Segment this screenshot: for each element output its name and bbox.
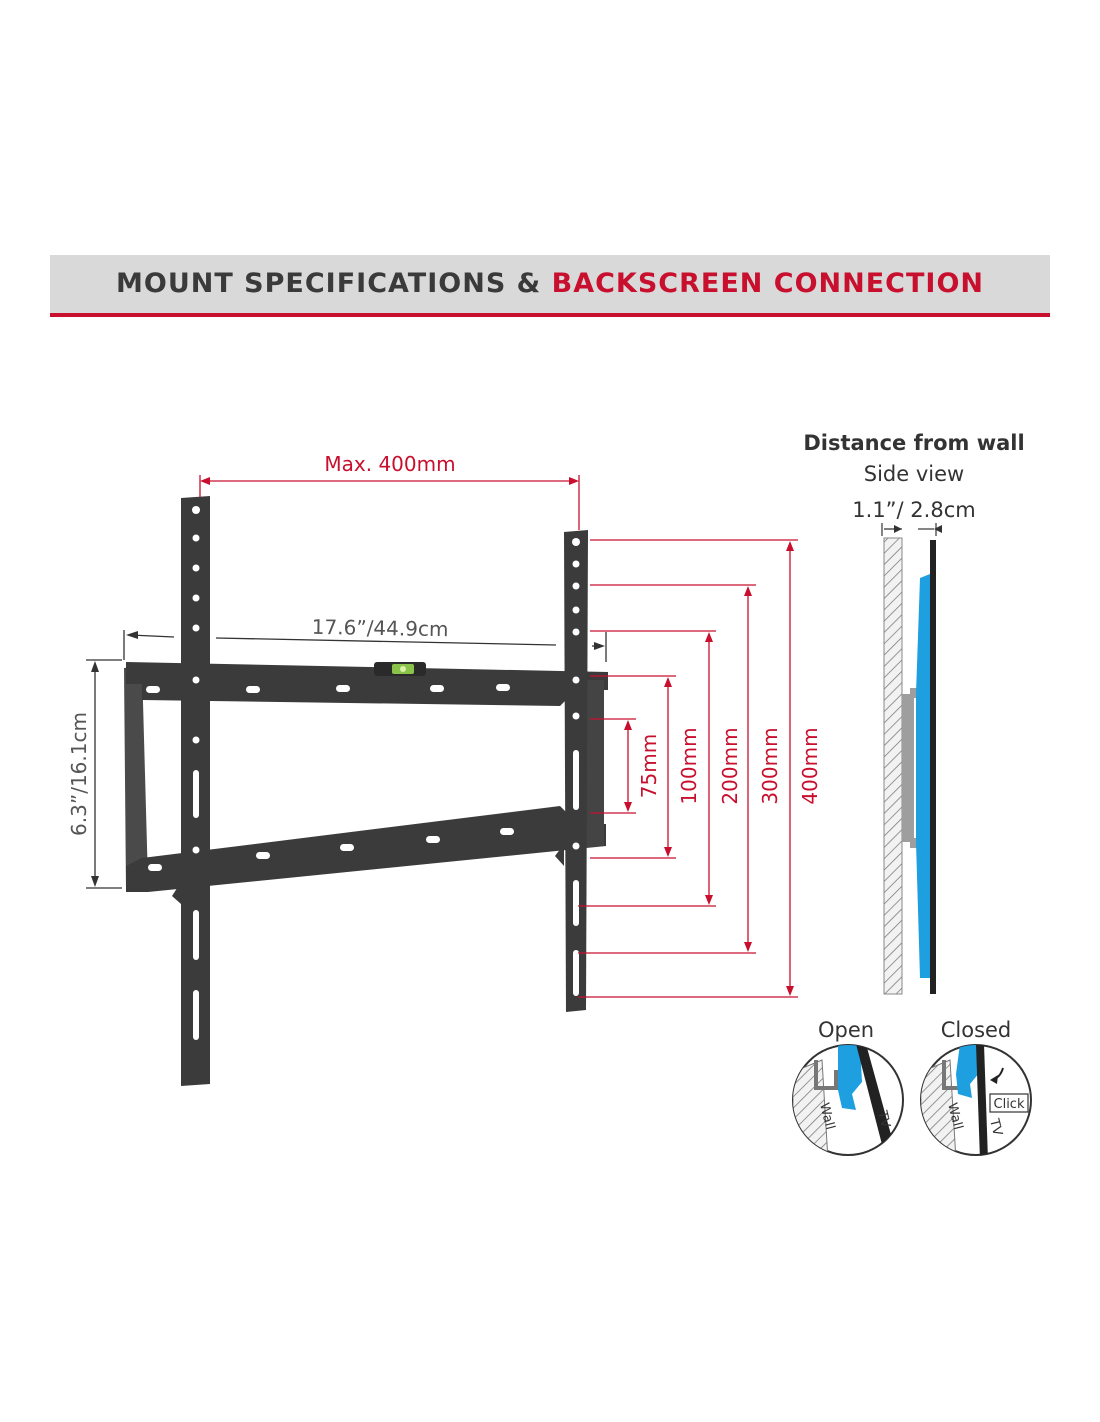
banner-title-accent: BACKSCREEN CONNECTION bbox=[551, 268, 984, 299]
distance-label: 1.1”/ 2.8cm bbox=[852, 498, 975, 522]
click-label: Click bbox=[994, 1097, 1025, 1112]
right-arm-hook bbox=[555, 844, 564, 866]
wall-bracket bbox=[124, 496, 608, 1086]
wall-section bbox=[883, 537, 903, 995]
tv-panel bbox=[930, 540, 936, 994]
vesa-100-label: 100mm bbox=[677, 727, 701, 804]
closed-detail: Click Wall TV bbox=[920, 1044, 1032, 1156]
arm-holes bbox=[192, 506, 580, 1040]
open-detail: Wall TV bbox=[792, 1044, 904, 1156]
max-width-label: Max. 400mm bbox=[324, 452, 455, 476]
banner-title: MOUNT SPECIFICATIONS & BACKSCREEN CONNEC… bbox=[50, 268, 1050, 299]
left-end-plate bbox=[124, 666, 148, 890]
bubble-level bbox=[374, 662, 426, 676]
vesa-200-label: 200mm bbox=[718, 727, 742, 804]
closed-wall-label: Wall bbox=[944, 1101, 965, 1131]
closed-label: Closed bbox=[941, 1018, 1012, 1042]
upper-rail bbox=[126, 662, 608, 706]
open-label: Open bbox=[818, 1018, 874, 1042]
dimension-lines bbox=[86, 475, 798, 998]
lower-rail bbox=[126, 806, 606, 892]
title-banner: MOUNT SPECIFICATIONS & BACKSCREEN CONNEC… bbox=[50, 255, 1050, 317]
right-end-plate bbox=[582, 680, 604, 848]
mount-width-label: 17.6”/44.9cm bbox=[312, 615, 449, 641]
vesa-75-label: 75mm bbox=[637, 734, 661, 798]
vesa-300-label: 300mm bbox=[758, 727, 782, 804]
tv-backscreen bbox=[916, 574, 930, 978]
open-wall-label: Wall bbox=[816, 1101, 837, 1131]
side-view-drawing bbox=[881, 523, 942, 995]
side-view-subheading: Side view bbox=[864, 462, 964, 486]
bracket-profile bbox=[902, 694, 914, 842]
open-tv-label: TV bbox=[874, 1108, 893, 1129]
mount-height-label: 6.3”/16.1cm bbox=[67, 712, 91, 836]
rail-slots bbox=[146, 684, 514, 871]
closed-tv-label: TV bbox=[986, 1116, 1005, 1137]
side-view-heading: Distance from wall bbox=[803, 431, 1024, 455]
vesa-400-label: 400mm bbox=[798, 727, 822, 804]
left-arm-hook bbox=[172, 882, 181, 904]
banner-title-main: MOUNT SPECIFICATIONS & bbox=[116, 268, 552, 299]
